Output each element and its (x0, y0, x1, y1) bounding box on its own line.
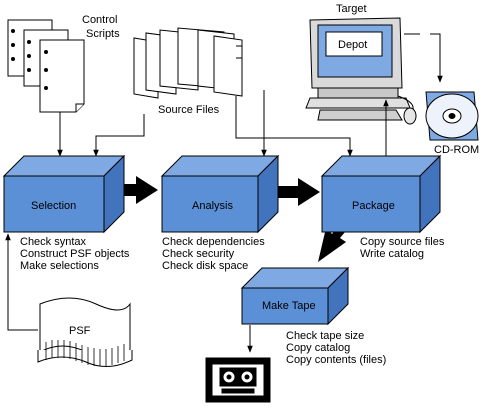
analysis-box (160, 154, 280, 234)
folders-icon (133, 27, 243, 99)
depot-to-cdrom-dashed-arrow (404, 33, 440, 82)
package-box (320, 154, 442, 234)
selection-to-analysis-arrow (118, 176, 158, 204)
selection-step: Make selections (20, 260, 99, 272)
cd-rom-label: CD-ROM (434, 144, 479, 156)
selection-step: Check syntax (20, 236, 87, 248)
psf-label: PSF (69, 325, 91, 337)
analysis-step: Check security (162, 248, 235, 260)
selection-step: Construct PSF objects (20, 248, 130, 260)
analysis-to-package-arrow (278, 178, 320, 206)
cd-rom-icon (425, 91, 479, 141)
analysis-step: Check dependencies (162, 236, 265, 248)
package-step: Copy source files (360, 236, 445, 248)
paper-printout-icon (37, 297, 133, 367)
analysis-steps: Check dependencies Check security Check … (162, 236, 265, 272)
package-step: Write catalog (360, 248, 424, 260)
package-steps: Copy source files Write catalog (360, 236, 445, 260)
analysis-title: Analysis (192, 200, 233, 212)
make-tape-box (240, 266, 350, 326)
connectors (5, 33, 440, 353)
depot-label: Depot (338, 39, 367, 51)
files-to-package-arrow (235, 96, 353, 157)
computer-icon (305, 17, 417, 125)
make-tape-steps: Check tape size Copy catalog Copy conten… (286, 330, 386, 366)
psf-to-selection-arrow (5, 233, 38, 331)
make-tape-step: Check tape size (286, 330, 364, 342)
analysis-step: Check disk space (162, 260, 248, 272)
selection-box (2, 154, 126, 234)
selection-steps: Check syntax Construct PSF objects Make … (20, 236, 130, 272)
selection-title: Selection (31, 200, 76, 212)
make-tape-step: Copy catalog (286, 342, 350, 354)
tape-cartridge-icon (205, 357, 271, 403)
control-scripts-label-2: Scripts (86, 28, 120, 40)
source-files-label: Source Files (158, 104, 220, 116)
make-tape-title: Make Tape (262, 300, 316, 312)
files-to-selection-arrow (93, 114, 145, 157)
make-tape-step: Copy contents (files) (286, 354, 386, 366)
target-label: Target (336, 3, 367, 15)
control-scripts-icon (7, 19, 85, 113)
control-scripts-label-1: Control (82, 14, 117, 26)
package-title: Package (352, 200, 395, 212)
